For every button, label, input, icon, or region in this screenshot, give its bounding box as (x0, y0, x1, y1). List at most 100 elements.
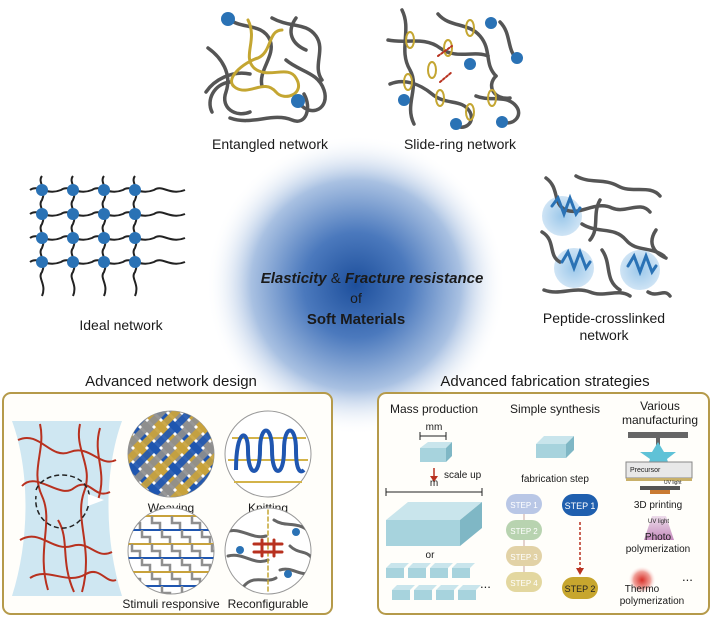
ideal-node (129, 256, 141, 268)
ideal-node (129, 208, 141, 220)
mini-block-top (392, 585, 415, 590)
faded-step-label: STEP 3 (510, 553, 538, 562)
stimuli-link (170, 544, 182, 558)
ideal-node (67, 184, 79, 196)
mini-block (414, 590, 432, 600)
mm-scale-bar (419, 432, 447, 440)
mini-block (458, 590, 476, 600)
stimuli-link (160, 530, 172, 544)
ideal-node (98, 208, 110, 220)
entangled-network-illustration (204, 12, 327, 123)
ideal-node (36, 232, 48, 244)
peptide-network-label-1: Peptide-crosslinked (543, 310, 665, 326)
scale-up-arrowhead (430, 476, 438, 482)
ideal-node (67, 208, 79, 220)
thermo-label-1: Thermo (625, 584, 660, 595)
stimuli-link (180, 558, 192, 572)
mini-block (392, 590, 410, 600)
stimuli-link (140, 530, 152, 544)
knitting-illustration (224, 410, 312, 498)
weave-strand (128, 411, 191, 497)
mini-block-top (430, 563, 453, 568)
center-title-soft: Soft Materials (307, 311, 405, 328)
ideal-node (129, 232, 141, 244)
reconfigurable-label: Reconfigurable (228, 597, 309, 611)
thermo-label-2: polymerization (620, 596, 684, 607)
svg-text:Precursor: Precursor (630, 467, 661, 474)
faded-step-pill (506, 520, 542, 540)
mass-production-title: Mass production (390, 402, 478, 416)
stimuli-link (170, 572, 182, 586)
stimuli-link (200, 530, 212, 544)
mini-block-top (408, 563, 431, 568)
center-title-of: of (350, 290, 362, 306)
step-2-pill: STEP 2 (562, 577, 598, 599)
simple-synthesis-title: Simple synthesis (510, 402, 600, 416)
mass-ellipsis: ... (480, 576, 491, 591)
svg-text:STEP 1: STEP 1 (565, 501, 596, 511)
stimuli-link (150, 572, 162, 586)
advanced-network-design-title: Advanced network design (85, 373, 257, 390)
stimuli-link (190, 516, 202, 530)
slide-ring-network-illustration (386, 8, 523, 130)
peptide-network-illustration (540, 174, 672, 298)
mm-label: mm (426, 422, 443, 433)
mini-block-top (414, 585, 437, 590)
ideal-network-label: Ideal network (79, 317, 163, 333)
stimuli-link (190, 544, 202, 558)
faded-step-pill (506, 572, 542, 592)
stimuli-link (150, 516, 162, 530)
mini-block (386, 568, 404, 578)
various-label-1: Various (640, 399, 680, 413)
photo-polymerization-illustration: UV light (644, 516, 674, 540)
faded-step-label: STEP 2 (510, 527, 538, 536)
m-scale-bar (385, 488, 483, 496)
center-title-line1: Elasticity & Fracture resistance (261, 270, 484, 287)
ideal-node (67, 256, 79, 268)
ideal-node (98, 232, 110, 244)
3d-printer-illustration: Precursor UV light (625, 432, 693, 494)
stimuli-link (140, 558, 152, 572)
ideal-node (98, 184, 110, 196)
mini-block-top (452, 563, 475, 568)
advanced-fabrication-title: Advanced fabrication strategies (440, 373, 649, 390)
faded-step-label: STEP 4 (510, 579, 538, 588)
ideal-node (129, 184, 141, 196)
peptide-network-label-2: network (579, 327, 629, 343)
large-block (386, 502, 482, 546)
3d-printing-label: 3D printing (634, 500, 682, 511)
weave-strand (159, 411, 214, 497)
various-label-2: manufacturing (622, 413, 698, 427)
ideal-node (36, 256, 48, 268)
weave-strand (145, 411, 214, 497)
scale-up-label: scale up (444, 470, 482, 481)
m-label: m (430, 478, 438, 489)
small-block (420, 442, 452, 462)
slide-ring-network-label: Slide-ring network (404, 136, 517, 152)
photo-label-1: Photo (645, 532, 672, 543)
fabrication-panel (377, 392, 710, 615)
faded-steps: STEP 1 STEP 2 STEP 3 STEP 4 (506, 494, 542, 592)
center-glow (206, 135, 506, 435)
stimuli-link (130, 544, 142, 558)
ideal-network-illustration (29, 175, 186, 297)
svg-text:UV light: UV light (648, 519, 669, 525)
photo-label-2: polymerization (626, 544, 690, 555)
faded-step-label: STEP 1 (510, 501, 538, 510)
or-label: or (426, 550, 436, 561)
mini-block (436, 590, 454, 600)
mini-block-top (458, 585, 481, 590)
weave-strand (128, 411, 177, 497)
weave-strand (128, 411, 205, 497)
block-array (386, 563, 481, 600)
stimuli-link (150, 544, 162, 558)
mini-block-top (386, 563, 409, 568)
stimuli-link (210, 544, 214, 558)
mini-block-top (436, 585, 459, 590)
synthesis-block (536, 436, 574, 458)
ideal-node (98, 256, 110, 268)
fabrication-ellipsis: ... (682, 569, 693, 584)
weave-strand (131, 411, 214, 497)
